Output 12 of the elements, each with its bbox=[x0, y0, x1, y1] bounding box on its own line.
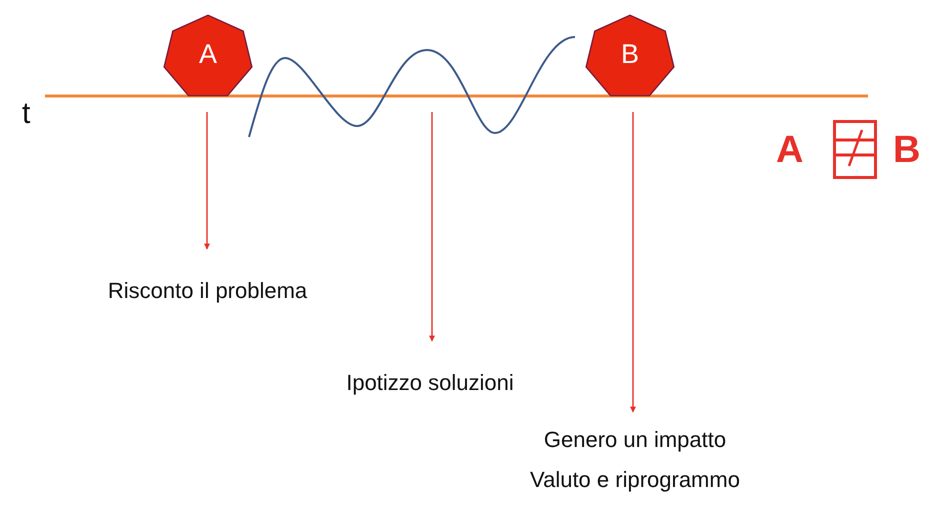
arrow bbox=[204, 112, 210, 250]
step-text: Ipotizzo soluzioni bbox=[346, 369, 514, 397]
step-text: Risconto il problema bbox=[108, 277, 308, 305]
arrow bbox=[429, 112, 435, 342]
node-letter: B bbox=[620, 38, 639, 70]
axis-label: t bbox=[22, 96, 30, 132]
formula-letter: B bbox=[893, 128, 920, 173]
step-text: Valuto e riprogrammo bbox=[530, 466, 740, 494]
node-letter: A bbox=[198, 38, 217, 70]
arrow bbox=[630, 112, 636, 413]
step-text: Genero un impatto bbox=[544, 426, 726, 454]
formula-letter: A bbox=[776, 128, 804, 173]
